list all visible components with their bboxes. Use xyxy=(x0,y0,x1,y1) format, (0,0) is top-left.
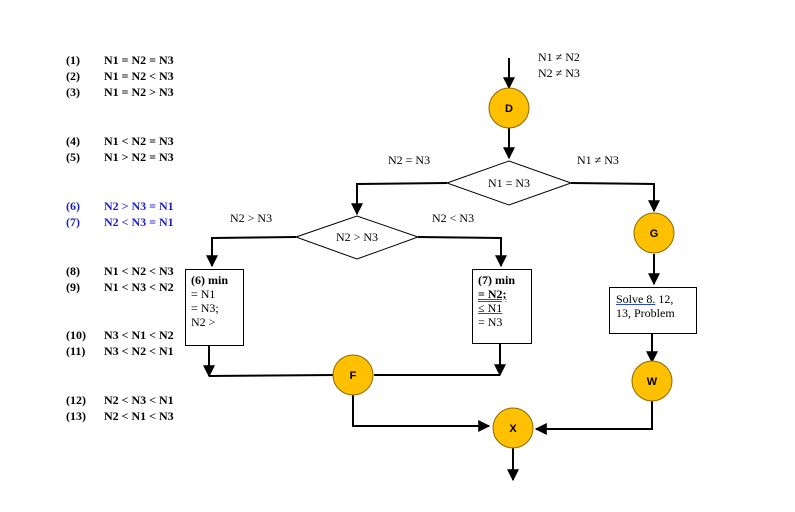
decision1-diamond xyxy=(445,160,573,206)
arrow-decision1-right xyxy=(570,182,660,213)
arrow-decision2-left xyxy=(206,236,297,268)
case-row: (1) N1 = N2 = N3 xyxy=(66,53,174,68)
solve-box-rest: 12, xyxy=(655,292,674,306)
box7-line: = N2; xyxy=(478,287,507,301)
case-number: (9) xyxy=(66,280,80,294)
node-x-label: X xyxy=(509,423,517,435)
case-number: (5) xyxy=(66,150,80,164)
decision2-left-label: N2 > N3 xyxy=(230,211,272,225)
box-solve: Solve 8. 12, 13, Problem xyxy=(609,287,697,334)
case-number: (12) xyxy=(66,393,86,407)
case-text: N1 > N2 = N3 xyxy=(104,150,174,164)
case-row: (9) N1 < N3 < N2 xyxy=(66,280,174,295)
node-f: F xyxy=(332,354,374,396)
merge-left-line xyxy=(208,374,335,377)
box6-line: N2 > xyxy=(191,315,216,329)
solve-box-line2: 13, Problem xyxy=(616,306,675,320)
case-number: (1) xyxy=(66,53,80,67)
case-row: (3) N1 = N2 > N3 xyxy=(66,85,174,100)
node-w: W xyxy=(631,360,673,402)
case-list: (1) N1 = N2 = N3 (2) N1 = N2 < N3 (3) N1 = … xyxy=(0,0,200,512)
case-text: N1 = N2 > N3 xyxy=(104,85,174,99)
arrow-f-to-x xyxy=(352,394,491,432)
decision2-diamond xyxy=(294,215,420,260)
box6-title: (6) min xyxy=(191,273,228,287)
box7-line: = N3 xyxy=(478,315,503,329)
box-case7: (7) min = N2; ≤ N1 = N3 xyxy=(472,269,532,344)
node-d-label: D xyxy=(505,103,513,115)
case-row: (6) N2 > N3 = N1 xyxy=(66,199,174,214)
case-number: (10) xyxy=(66,328,86,342)
node-d: D xyxy=(488,87,530,129)
case-row: (11) N3 < N2 < N1 xyxy=(66,344,174,359)
box7-line: ≤ N1 xyxy=(478,301,503,315)
case-number: (13) xyxy=(66,409,86,423)
case-row: (2) N1 = N2 < N3 xyxy=(66,69,174,84)
case-number: (2) xyxy=(66,69,80,83)
node-w-label: W xyxy=(647,376,658,388)
decision2-right-label: N2 < N3 xyxy=(432,211,474,225)
case-number: (8) xyxy=(66,264,80,278)
case-text: N1 < N3 < N2 xyxy=(104,280,174,294)
decision1-left-label: N2 = N3 xyxy=(388,153,430,167)
case-row: (13) N2 < N1 < N3 xyxy=(66,409,174,424)
case-text: N1 < N2 < N3 xyxy=(104,264,174,278)
decision1-text: N1 = N3 xyxy=(488,176,530,190)
case-text: N2 < N3 < N1 xyxy=(104,393,174,407)
arrow-decision2-right xyxy=(417,236,507,268)
entry-condition-line1: N1 ≠ N2 xyxy=(538,50,580,64)
arrow-decision1-left xyxy=(351,182,448,216)
case-text: N3 < N2 < N1 xyxy=(104,344,174,358)
decision2-text: N2 > N3 xyxy=(336,230,378,244)
case-row: (5) N1 > N2 = N3 xyxy=(66,150,174,165)
case-number: (6) xyxy=(66,199,80,213)
case-text: N3 < N1 < N2 xyxy=(104,328,174,342)
case-number: (3) xyxy=(66,85,80,99)
node-f-label: F xyxy=(350,370,357,382)
case-text: N1 < N2 = N3 xyxy=(104,134,174,148)
case-row: (10) N3 < N1 < N2 xyxy=(66,328,174,343)
box6-line: = N1 xyxy=(191,287,216,301)
case-number: (7) xyxy=(66,215,80,229)
decision1-right-label: N1 ≠ N3 xyxy=(577,153,619,167)
node-g-label: G xyxy=(650,228,659,240)
case-text: N1 = N2 = N3 xyxy=(104,53,174,67)
case-number: (11) xyxy=(66,344,86,358)
case-text: N1 = N2 < N3 xyxy=(104,69,174,83)
solve-box-underlined: Solve 8. xyxy=(616,292,656,306)
case-row: (8) N1 < N2 < N3 xyxy=(66,264,174,279)
node-g: G xyxy=(633,212,675,254)
entry-condition-line2: N2 ≠ N3 xyxy=(538,66,580,80)
case-row: (4) N1 < N2 = N3 xyxy=(66,134,174,149)
case-number: (4) xyxy=(66,134,80,148)
arrow-w-to-x xyxy=(534,401,653,435)
case-row: (7) N2 < N3 = N1 xyxy=(66,215,174,230)
box7-title: (7) min xyxy=(478,273,515,287)
case-text: N2 < N1 < N3 xyxy=(104,409,174,423)
case-text: N2 < N3 = N1 xyxy=(104,215,174,229)
case-text: N2 > N3 = N1 xyxy=(104,199,174,213)
case-row: (12) N2 < N3 < N1 xyxy=(66,393,174,408)
box6-line: = N3; xyxy=(191,301,219,315)
node-x: X xyxy=(492,407,534,449)
box-case6: (6) min = N1 = N3; N2 > xyxy=(185,269,244,346)
